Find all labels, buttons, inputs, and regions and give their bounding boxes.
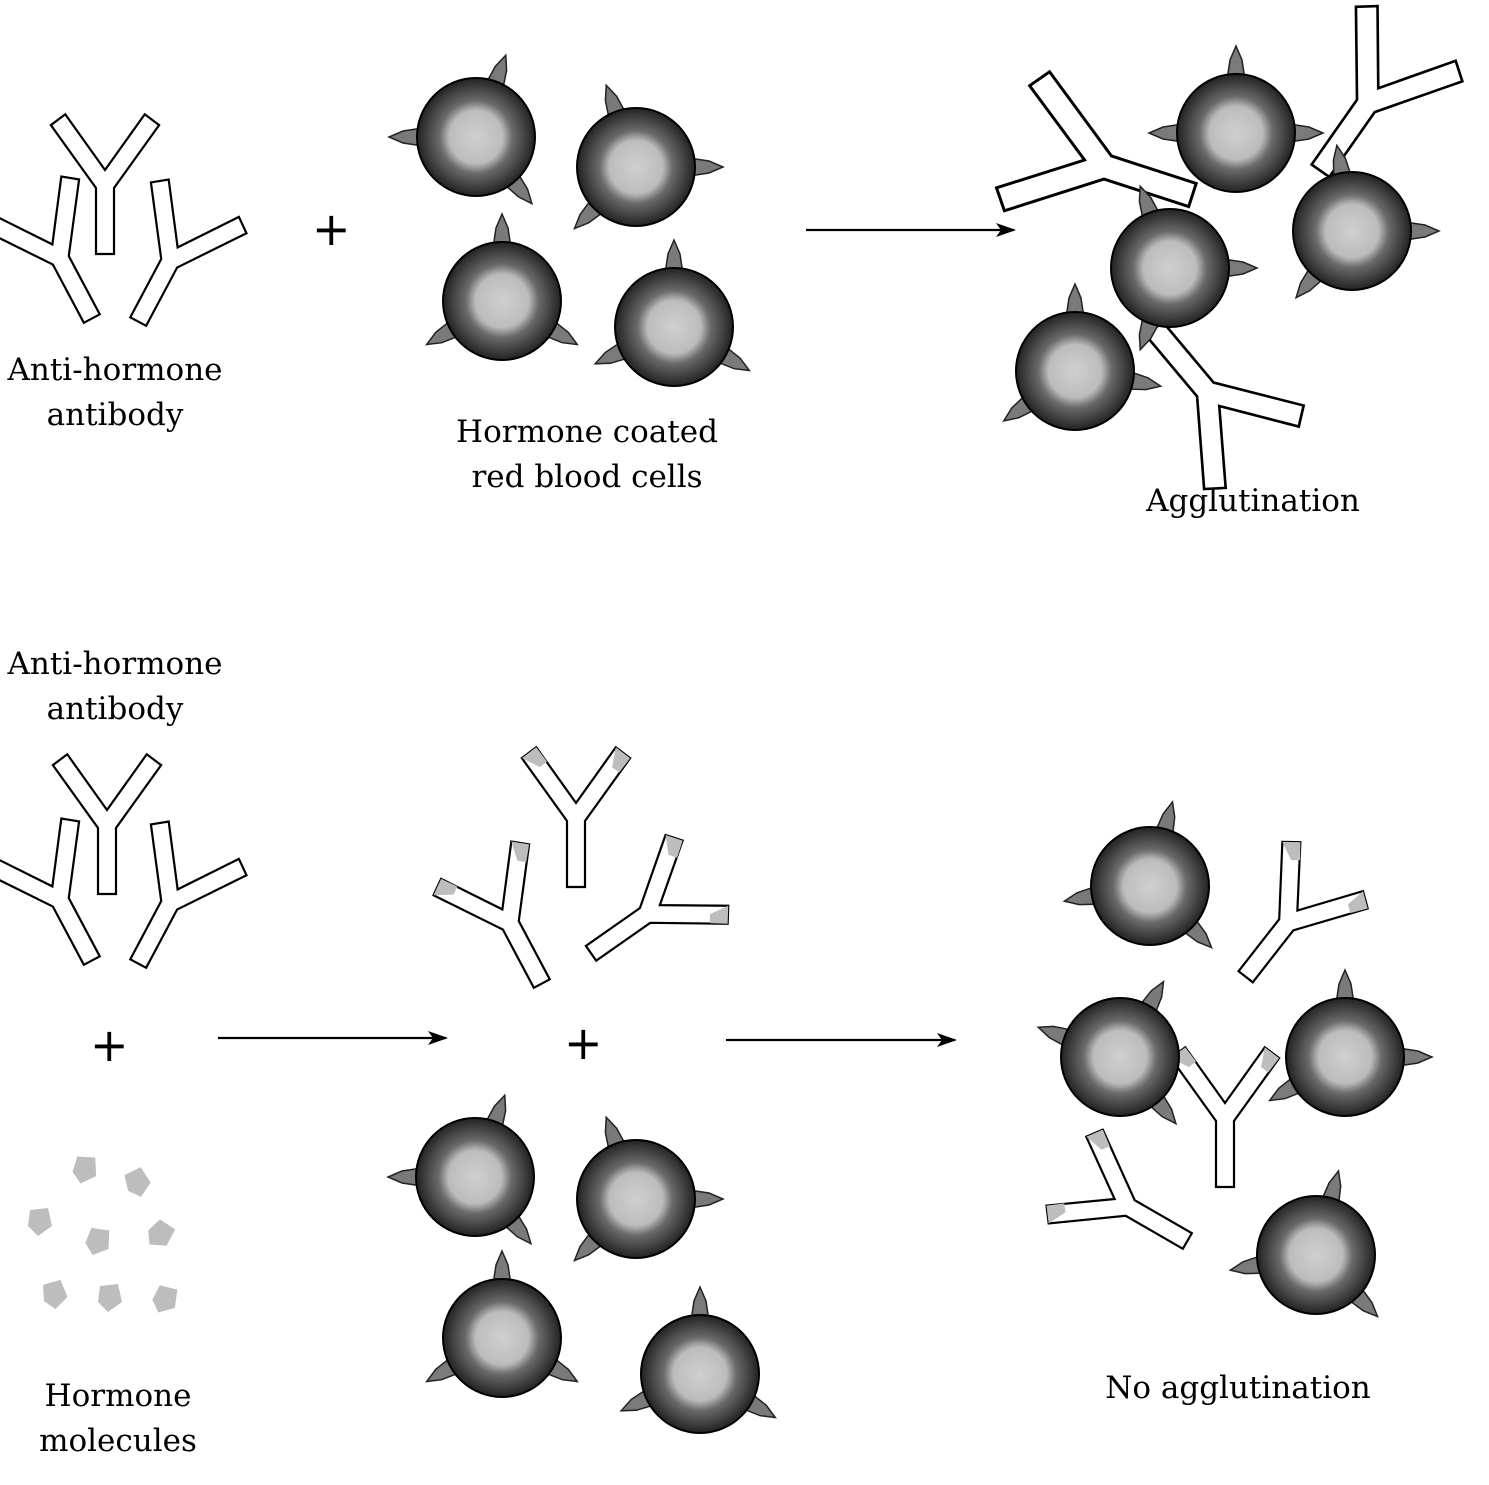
hormone-molecule-icon bbox=[98, 1284, 122, 1312]
red-blood-cell-icon bbox=[425, 1249, 579, 1398]
red-blood-cell-icon bbox=[1002, 282, 1163, 431]
antibody-icon bbox=[51, 752, 163, 896]
red-blood-cell-icon bbox=[1110, 184, 1259, 352]
hormone-molecule-icon bbox=[72, 1156, 97, 1184]
top-antibody-label: Anti-hormone antibody bbox=[0, 348, 230, 438]
red-blood-cell-icon bbox=[593, 238, 751, 387]
top-antibody-label-line2: antibody bbox=[46, 397, 184, 433]
red-blood-cell-icon bbox=[386, 1093, 535, 1246]
red-blood-cell-icon bbox=[1228, 1169, 1379, 1318]
red-blood-cell-icon bbox=[387, 53, 536, 206]
no-agglutination-label: No agglutination bbox=[1105, 1370, 1371, 1406]
bottom-antibody-label: Anti-hormone antibody bbox=[0, 642, 230, 732]
agglutination-label: Agglutination bbox=[1146, 483, 1360, 519]
antibody-icon bbox=[0, 175, 102, 325]
red-blood-cell-icon bbox=[1036, 980, 1180, 1126]
hormone-molecules-label-line1: Hormone bbox=[44, 1378, 192, 1414]
top-cells-label: Hormone coated red blood cells bbox=[437, 410, 737, 500]
hormone-molecule-icon bbox=[148, 1219, 176, 1246]
antibody-icon bbox=[128, 178, 248, 328]
red-blood-cell-icon bbox=[1062, 800, 1213, 949]
hormone-molecule-icon bbox=[152, 1285, 178, 1313]
red-blood-cell-icon bbox=[1147, 44, 1325, 193]
red-blood-cell-icon bbox=[425, 212, 579, 361]
antibody-icon bbox=[520, 745, 632, 889]
antibody-icon bbox=[432, 840, 552, 990]
antibody-icon bbox=[1144, 320, 1306, 491]
antibody-icon bbox=[1309, 4, 1465, 179]
antibody-icon bbox=[1237, 840, 1370, 984]
top-antibody-label-line1: Anti-hormone bbox=[7, 352, 223, 388]
red-blood-cell-icon bbox=[1268, 968, 1434, 1117]
hormone-molecule-icon bbox=[85, 1227, 110, 1256]
red-blood-cell-icon bbox=[1292, 143, 1441, 300]
bottom-left-plus-sign: + bbox=[90, 1018, 129, 1072]
hormone-molecules-label: Hormone molecules bbox=[18, 1374, 218, 1464]
red-blood-cell-icon bbox=[573, 83, 725, 230]
hormone-molecule-icon bbox=[43, 1279, 68, 1310]
antibody-icon bbox=[128, 820, 248, 970]
antibody-icon bbox=[0, 817, 102, 967]
top-cells-label-line1: Hormone coated bbox=[456, 414, 718, 450]
red-blood-cell-icon bbox=[619, 1285, 777, 1434]
bottom-middle-plus-sign: + bbox=[564, 1016, 603, 1070]
hormone-molecule-icon bbox=[28, 1208, 52, 1236]
antibody-icon bbox=[994, 69, 1199, 213]
bottom-antibody-label-line2: antibody bbox=[46, 691, 184, 727]
antibody-icon bbox=[1045, 1128, 1194, 1251]
antibody-icon bbox=[584, 833, 730, 963]
antibody-icon bbox=[49, 112, 161, 256]
top-plus-sign: + bbox=[312, 202, 351, 256]
antibody-icon bbox=[1169, 1045, 1281, 1189]
top-cells-label-line2: red blood cells bbox=[471, 459, 703, 495]
red-blood-cell-icon bbox=[573, 1115, 725, 1262]
hormone-molecules-label-line2: molecules bbox=[39, 1423, 197, 1459]
bottom-antibody-label-line1: Anti-hormone bbox=[7, 646, 223, 682]
hormone-molecule-icon bbox=[124, 1167, 151, 1197]
